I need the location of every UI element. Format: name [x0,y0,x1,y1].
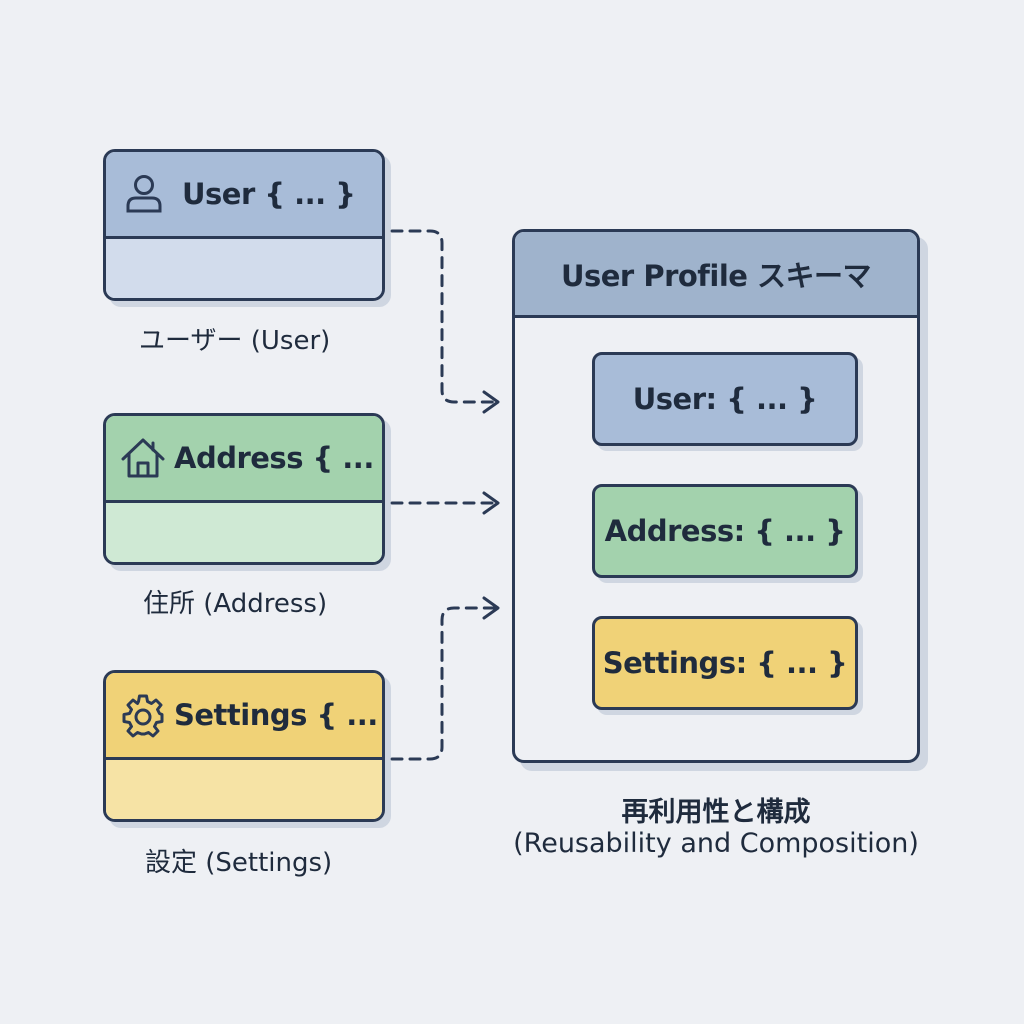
schema-field-settings: Settings: { ... } [592,616,858,710]
footer-subtitle: (Reusability and Composition) [513,828,919,859]
settings-module-title: Settings { ... } [174,698,385,732]
user-module-header: User { ... } [106,152,382,239]
address-module-caption: 住所 (Address) [143,589,328,619]
user-icon [120,170,168,218]
house-icon [120,434,166,482]
schema-field-address-label: Address: { ... } [604,514,846,548]
user-module-title: User { ... } [182,177,356,211]
schema-title: User Profile スキーマ [560,258,872,293]
user-module-card: User { ... } [103,149,385,301]
footer-title: 再利用性と構成 [621,797,811,828]
address-connector-arrowhead [482,491,500,515]
user-connector [390,229,498,404]
schema-field-user-label: User: { ... } [632,382,818,416]
schema-field-settings-label: Settings: { ... } [602,646,848,680]
settings-connector [390,606,498,761]
schema-field-address: Address: { ... } [592,484,858,578]
address-module-card: Address { ... } [103,413,385,565]
user-connector-arrowhead [482,390,500,414]
user-module-body [106,239,382,298]
settings-module-card: Settings { ... } [103,670,385,822]
settings-module-caption: 設定 (Settings) [145,848,333,878]
gear-icon [120,691,166,739]
address-module-body [106,503,382,562]
settings-module-body [106,760,382,819]
schema-field-user: User: { ... } [592,352,858,446]
schema-header: User Profile スキーマ [515,232,917,318]
address-module-header: Address { ... } [106,416,382,503]
user-module-caption: ユーザー (User) [139,326,331,356]
settings-module-header: Settings { ... } [106,673,382,760]
address-module-title: Address { ... } [174,441,385,475]
settings-connector-arrowhead [482,596,500,620]
